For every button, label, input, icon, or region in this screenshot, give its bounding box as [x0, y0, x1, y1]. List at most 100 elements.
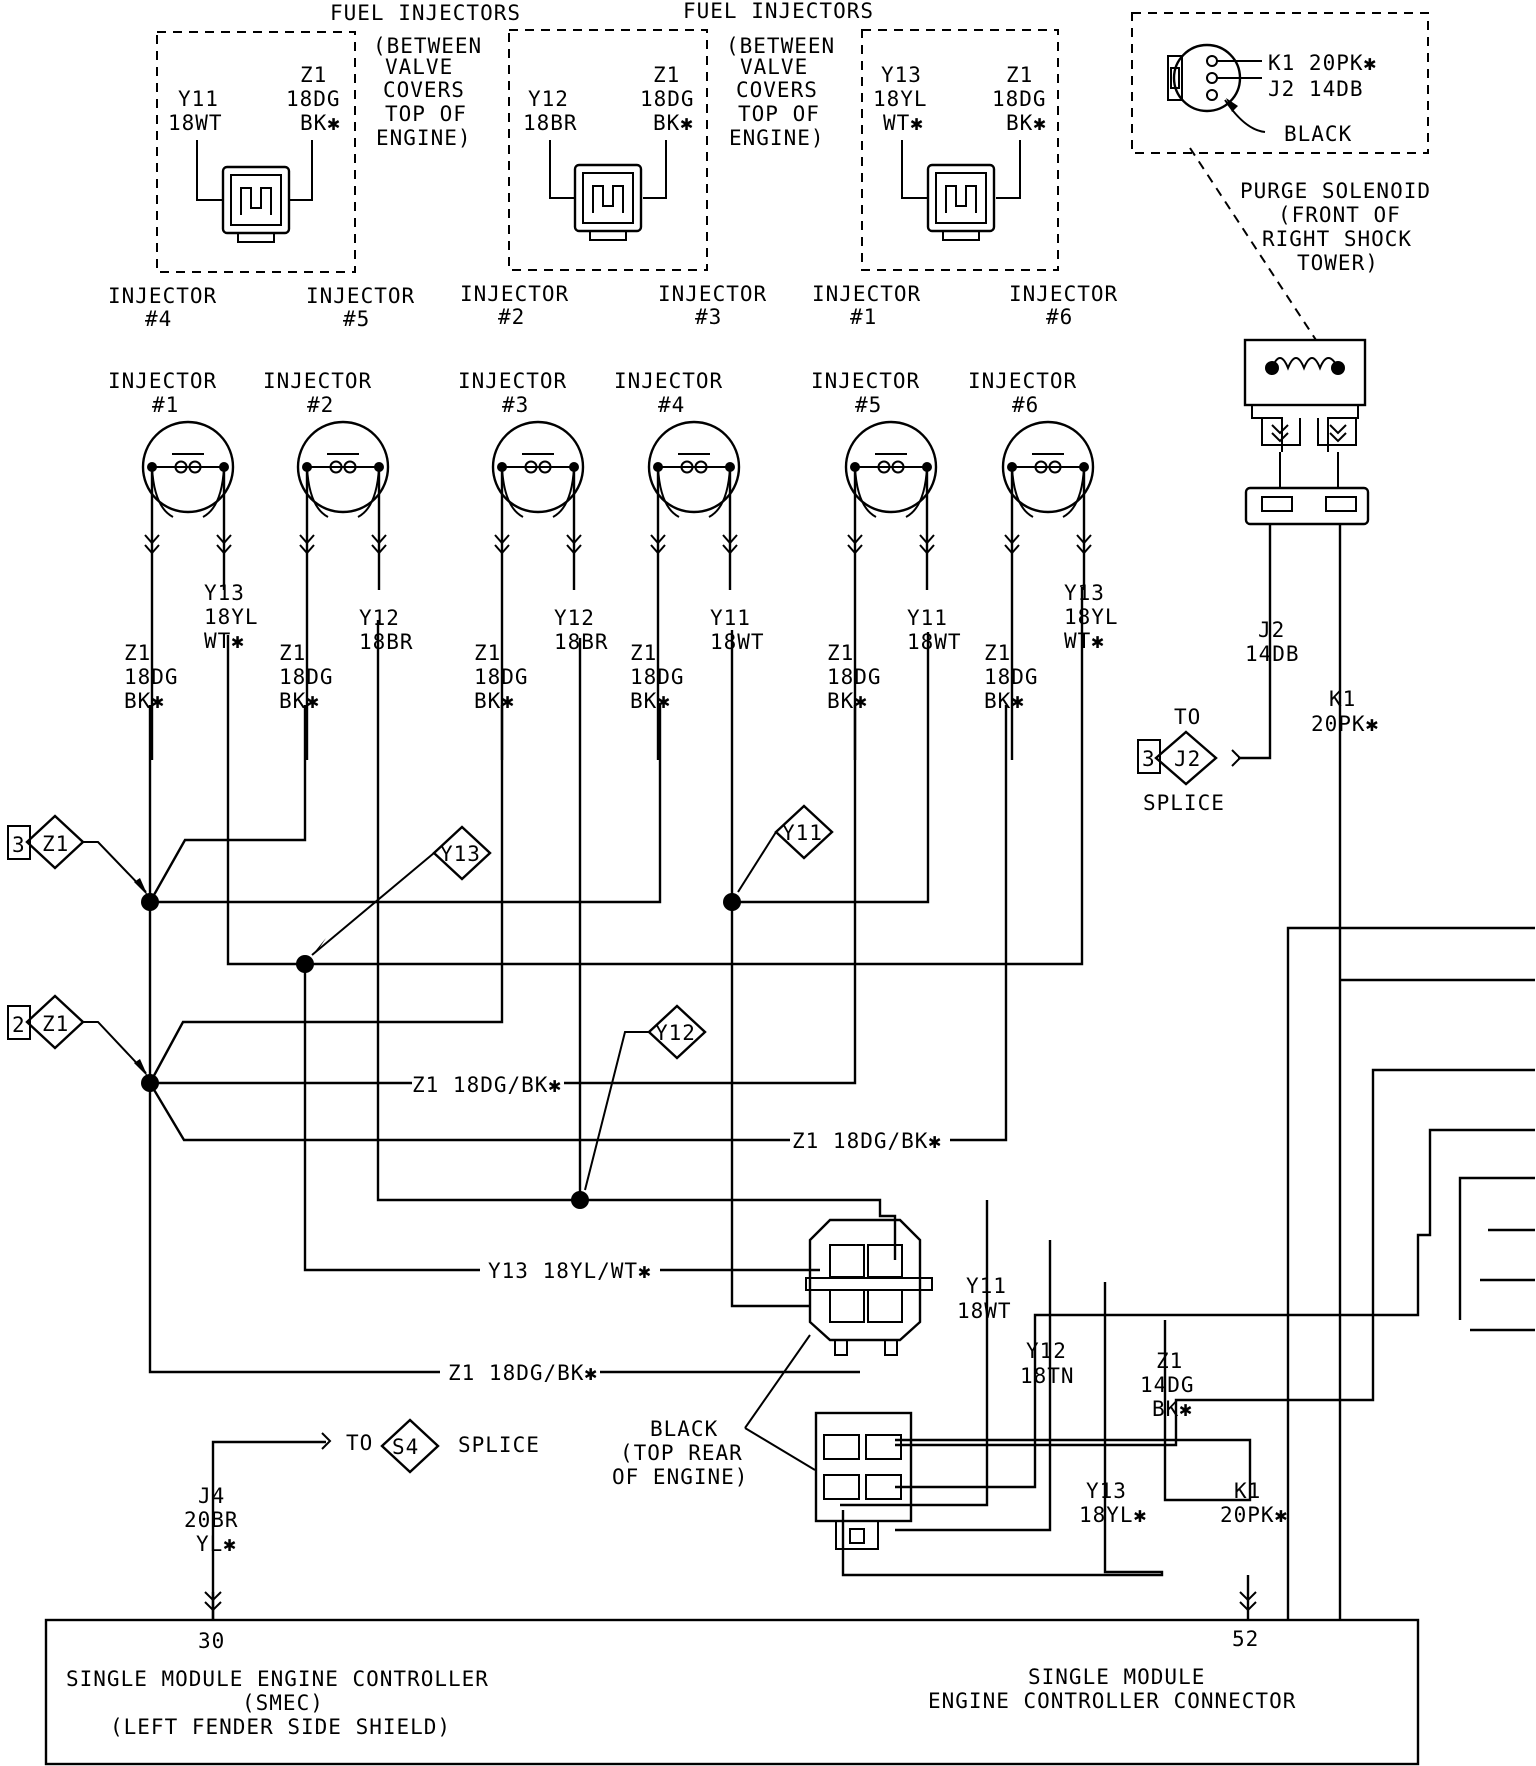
- injector-label: INJECTOR: [458, 369, 567, 393]
- wire-label-right: 18BR: [554, 630, 609, 654]
- injector-coil-icon: [296, 420, 390, 519]
- splice-y12: Y12: [584, 1004, 707, 1191]
- wire-label-left: BK✱: [630, 689, 671, 713]
- smec-module: 30 52 SINGLE MODULE ENGINE CONTROLLER (S…: [44, 1575, 1420, 1766]
- wire-label-left: 18DG: [630, 665, 685, 689]
- svg-text:(BETWEEN: (BETWEEN: [373, 34, 482, 58]
- wire-label-left: 18DG: [474, 665, 529, 689]
- injector-row: INJECTOR#1Z118DGBK✱Y1318YLWT✱INJECTOR#2Z…: [108, 369, 1118, 760]
- svg-text:20BR: 20BR: [184, 1508, 239, 1532]
- injector-number: #2: [307, 393, 334, 417]
- harness-wires: [141, 587, 1535, 1620]
- wire-label-right: WT✱: [204, 629, 245, 653]
- svg-text:INJECTOR: INJECTOR: [108, 284, 217, 308]
- injector-number: #6: [1012, 393, 1039, 417]
- fuel-injectors-right-group: FUEL INJECTORS (BETWEEN VALVE COVERS TOP…: [683, 0, 1118, 329]
- svg-text:INJECTOR: INJECTOR: [306, 284, 415, 308]
- svg-text:S4: S4: [392, 1435, 419, 1459]
- harness-label-z1-a: Z1 18DG/BK✱: [412, 1073, 562, 1097]
- svg-text:SINGLE MODULE: SINGLE MODULE: [1028, 1665, 1205, 1689]
- injector-label: INJECTOR: [108, 369, 217, 393]
- svg-text:18BR: 18BR: [523, 111, 578, 135]
- wire-label-right: 18BR: [359, 630, 414, 654]
- svg-text:ENGINE CONTROLLER CONNECTOR: ENGINE CONTROLLER CONNECTOR: [928, 1689, 1296, 1713]
- purge-connector-group: K1 20PK✱ J2 14DB BLACK PURGE SOLENOID (F…: [1131, 12, 1430, 1620]
- svg-text:TOP OF: TOP OF: [385, 102, 467, 126]
- injector-connector-box-2: [508, 29, 708, 271]
- wire-label-left: BK✱: [984, 689, 1025, 713]
- svg-text:K1: K1: [1234, 1479, 1261, 1503]
- splice-y11: Y11: [737, 804, 834, 893]
- harness-label-z1-c: Z1 18DG/BK✱: [448, 1361, 598, 1385]
- svg-text:18WT: 18WT: [957, 1299, 1012, 1323]
- svg-text:(LEFT FENDER SIDE SHIELD): (LEFT FENDER SIDE SHIELD): [110, 1715, 451, 1739]
- injector-label: INJECTOR: [811, 369, 920, 393]
- wire-label-right: Y12: [359, 606, 400, 630]
- injector-label: INJECTOR: [263, 369, 372, 393]
- svg-text:(TOP REAR: (TOP REAR: [620, 1441, 743, 1465]
- svg-text:J2: J2: [1174, 747, 1201, 771]
- purge-pin-k1: K1 20PK✱: [1268, 51, 1377, 75]
- purge-connector-color: BLACK: [1284, 122, 1352, 146]
- svg-text:#3: #3: [695, 305, 722, 329]
- svg-text:BK✱: BK✱: [1006, 111, 1047, 135]
- svg-text:14DG: 14DG: [1140, 1373, 1195, 1397]
- svg-text:3: 3: [12, 833, 26, 857]
- svg-text:18DG: 18DG: [640, 87, 695, 111]
- injector-coil-icon: [141, 420, 235, 519]
- svg-text:Y11: Y11: [178, 87, 219, 111]
- wire-label-right: 18YL: [204, 605, 259, 629]
- middle-connector-icon: [805, 1218, 933, 1356]
- svg-text:OF ENGINE): OF ENGINE): [612, 1465, 748, 1489]
- wire-label-left: 18DG: [279, 665, 334, 689]
- wire-label-left: 18DG: [827, 665, 882, 689]
- svg-text:BK✱: BK✱: [653, 111, 694, 135]
- svg-text:INJECTOR: INJECTOR: [1009, 282, 1118, 306]
- splice-diamond-s4: [380, 1418, 440, 1474]
- svg-text:18DG: 18DG: [992, 87, 1047, 111]
- injector-number: #5: [855, 393, 882, 417]
- injector-note-right: (BETWEEN VALVE COVERS TOP OF ENGINE): [726, 34, 834, 150]
- svg-text:J4: J4: [198, 1484, 225, 1508]
- svg-text:#1: #1: [850, 305, 877, 329]
- svg-text:#2: #2: [498, 305, 525, 329]
- svg-text:ENGINE): ENGINE): [376, 126, 472, 150]
- injector-coil-icon: [844, 420, 938, 519]
- splice-y13: Y13: [311, 825, 492, 956]
- svg-text:Z1: Z1: [1006, 63, 1033, 87]
- svg-text:20PK✱: 20PK✱: [1220, 1503, 1288, 1527]
- harness-label-y13: Y13 18YL/WT✱: [488, 1259, 652, 1283]
- svg-text:18YL: 18YL: [873, 87, 928, 111]
- splice-z1-upper: 3 Z1: [7, 814, 148, 896]
- svg-text:Z1: Z1: [300, 63, 327, 87]
- injector-number: #3: [502, 393, 529, 417]
- wire-label-left: 18DG: [984, 665, 1039, 689]
- wire-label-right: Y13: [1064, 581, 1105, 605]
- svg-text:TO: TO: [1174, 705, 1201, 729]
- svg-text:BK✱: BK✱: [1152, 1397, 1193, 1421]
- svg-text:Z1: Z1: [42, 1012, 69, 1036]
- fuel-injectors-left-group: FUEL INJECTORS (BETWEEN VALVE COVERS TOP…: [108, 1, 766, 331]
- svg-text:ENGINE): ENGINE): [729, 126, 825, 150]
- injector-label: INJECTOR: [968, 369, 1077, 393]
- injector-coil-icon: [1001, 420, 1095, 519]
- svg-text:Y13: Y13: [440, 842, 481, 866]
- wire-label-right: 18WT: [710, 630, 765, 654]
- injector-connector-icon: [573, 163, 643, 242]
- svg-text:K1: K1: [1329, 687, 1356, 711]
- svg-text:BLACK: BLACK: [650, 1417, 718, 1441]
- svg-text:Y13: Y13: [881, 63, 922, 87]
- svg-text:TO: TO: [346, 1431, 373, 1455]
- svg-text:COVERS: COVERS: [383, 78, 465, 102]
- wire-label-right: Y13: [204, 581, 245, 605]
- svg-text:#5: #5: [343, 307, 370, 331]
- fuel-injectors-title-right: FUEL INJECTORS: [683, 0, 874, 23]
- svg-text:SPLICE: SPLICE: [1143, 791, 1225, 815]
- svg-text:Y11: Y11: [966, 1274, 1007, 1298]
- purge-solenoid-label: PURGE SOLENOID (FRONT OF RIGHT SHOCK TOW…: [1240, 179, 1430, 275]
- wire-label-left: Z1: [984, 641, 1011, 665]
- svg-text:RIGHT SHOCK: RIGHT SHOCK: [1262, 227, 1412, 251]
- svg-text:18DG: 18DG: [286, 87, 341, 111]
- injector-connector-icon: [221, 165, 291, 244]
